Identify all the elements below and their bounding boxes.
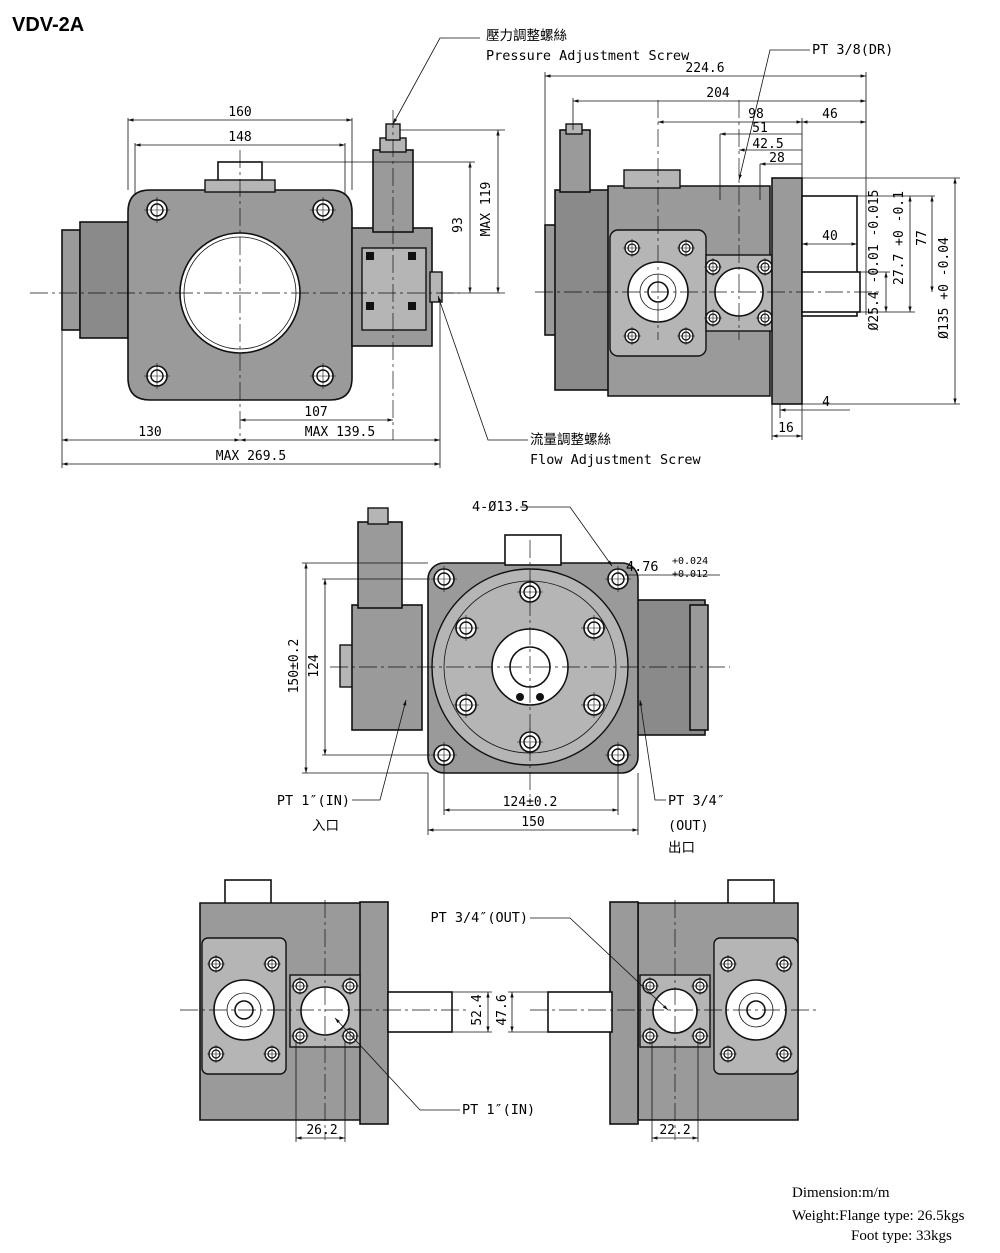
side-view: 224.6 204 98 46 51 42.5 28 40 Ø25.4 -0.0… [535,49,960,440]
pt-3-8-dr-label: PT 3/8(DR) [812,42,893,58]
dim-dia-25-4: Ø25.4 -0.01 -0.015 [867,190,882,331]
dim-27-7: 27.7 +0 -0.1 [892,191,907,285]
dim-224-6: 224.6 [685,61,724,76]
dim-130: 130 [138,425,161,440]
dim-150-vert: 150±0.2 [287,639,302,694]
bottom-right-view: 47.6 22.2 [334,879,820,1142]
flow-screw-en: Flow Adjustment Screw [530,452,702,468]
dim-52-4: 52.4 [470,994,485,1025]
dim-124-horiz: 124±0.2 [503,795,558,810]
outlet-cn-label: 出口 [668,840,695,856]
pt-1-in-label-bottom: PT 1″(IN) [462,1102,535,1118]
pt-1-in-label: PT 1″(IN) [277,793,350,809]
key-tol-upper: +0.024 [672,556,708,567]
inlet-cn-label: 入口 [312,818,339,834]
dim-16: 16 [778,421,794,436]
dim-77: 77 [915,230,930,246]
dim-40: 40 [822,229,838,244]
weight-note-foot: Foot type: 33kgs [851,1228,952,1244]
dim-max-119: MAX 119 [479,182,494,237]
dim-47-6: 47.6 [495,994,510,1025]
key-width-label: 4.76 [626,559,659,575]
dim-148: 148 [228,130,251,145]
dimension-note: Dimension:m/m [792,1185,890,1201]
dim-150-horiz: 150 [521,815,544,830]
weight-note-flange: Weight:Flange type: 26.5kgs [792,1208,965,1224]
dim-204: 204 [706,86,730,101]
pressure-screw-en: Pressure Adjustment Screw [486,48,690,64]
model-title: VDV-2A [12,14,84,36]
out-label: (OUT) [668,818,709,834]
dim-107: 107 [304,405,327,420]
key-tol-lower: +0.012 [672,569,708,580]
dim-max-139-5: MAX 139.5 [305,425,375,440]
dim-51: 51 [752,121,768,136]
dim-160: 160 [228,105,251,120]
dim-22-2: 22.2 [659,1123,690,1138]
dim-124-vert: 124 [307,654,322,678]
dim-max-269-5: MAX 269.5 [216,449,286,464]
pt-3-4-label: PT 3/4″ [668,793,725,809]
dim-4: 4 [822,395,830,410]
front-view: 160 148 93 MAX 119 107 130 MAX 139.5 MAX… [30,37,528,468]
dim-98: 98 [748,107,764,122]
flow-screw-cn: 流量調整螺絲 [530,432,611,448]
dim-dia-135: Ø135 +0 -0.04 [937,237,952,339]
dim-28: 28 [769,151,785,166]
bottom-left-view: 52.4 26.2 [180,879,492,1142]
pressure-screw-cn: 壓力調整螺絲 [486,28,567,44]
dim-46: 46 [822,107,838,122]
four-holes-label: 4-Ø13.5 [472,499,529,515]
dim-26-2: 26.2 [306,1123,337,1138]
flange-view: 150±0.2 124 124±0.2 150 [287,506,730,835]
pt-3-4-out-label: PT 3/4″(OUT) [430,910,528,926]
dim-93: 93 [451,217,466,233]
dim-42-5: 42.5 [752,137,783,152]
